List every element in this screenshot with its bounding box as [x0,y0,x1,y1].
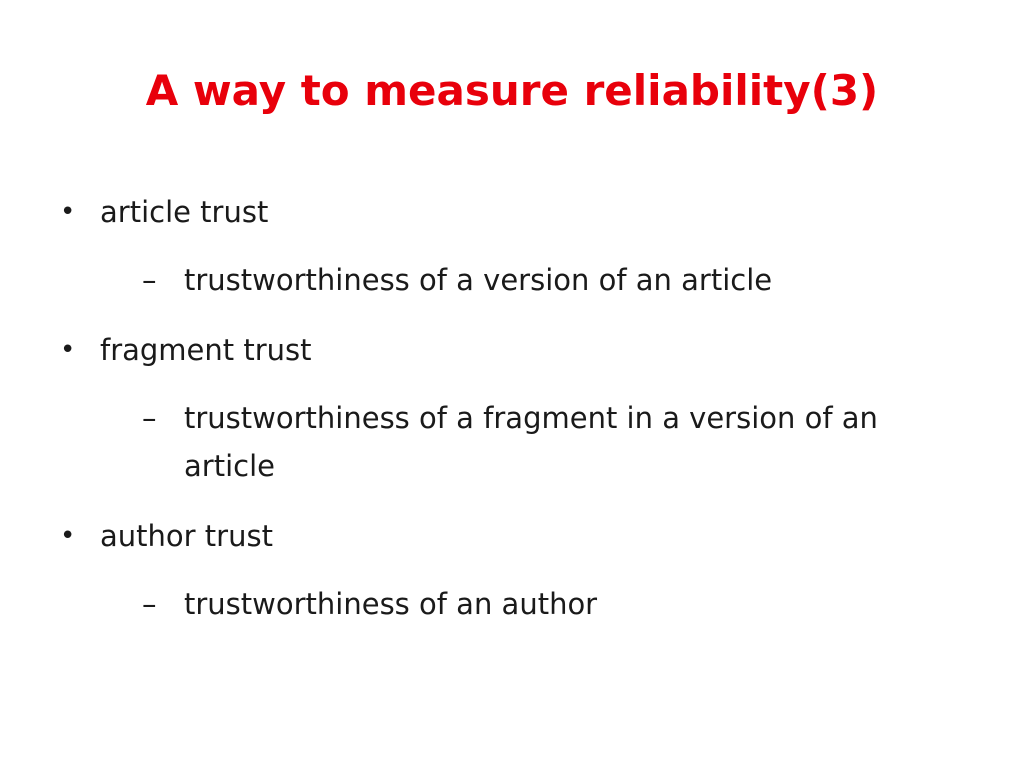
dash-icon: – [142,587,157,621]
sub-item-text: trustworthiness of a version of an artic… [184,263,773,297]
sub-item: – trustworthiness of an author [142,580,940,628]
bullet-label: fragment trust [100,333,312,367]
bullet-icon: • [60,335,76,365]
sub-item: – trustworthiness of a version of an art… [142,256,940,304]
slide-title: A way to measure reliability(3) [145,66,879,115]
bullet-item-fragment-trust: • fragment trust – trustworthiness of a … [60,330,960,490]
sub-item: – trustworthiness of a fragment in a ver… [142,394,940,490]
sub-item-text: trustworthiness of a fragment in a versi… [184,401,878,483]
bullet-label: article trust [100,195,269,229]
sub-item-text: trustworthiness of an author [184,587,598,621]
bullet-icon: • [60,197,76,227]
dash-icon: – [142,401,157,435]
bullet-item-author-trust: • author trust – trustworthiness of an a… [60,516,960,628]
bullet-item-article-trust: • article trust – trustworthiness of a v… [60,192,960,304]
bullet-list: • article trust – trustworthiness of a v… [60,192,960,654]
bullet-icon: • [60,521,76,551]
bullet-label: author trust [100,519,273,553]
dash-icon: – [142,263,157,297]
